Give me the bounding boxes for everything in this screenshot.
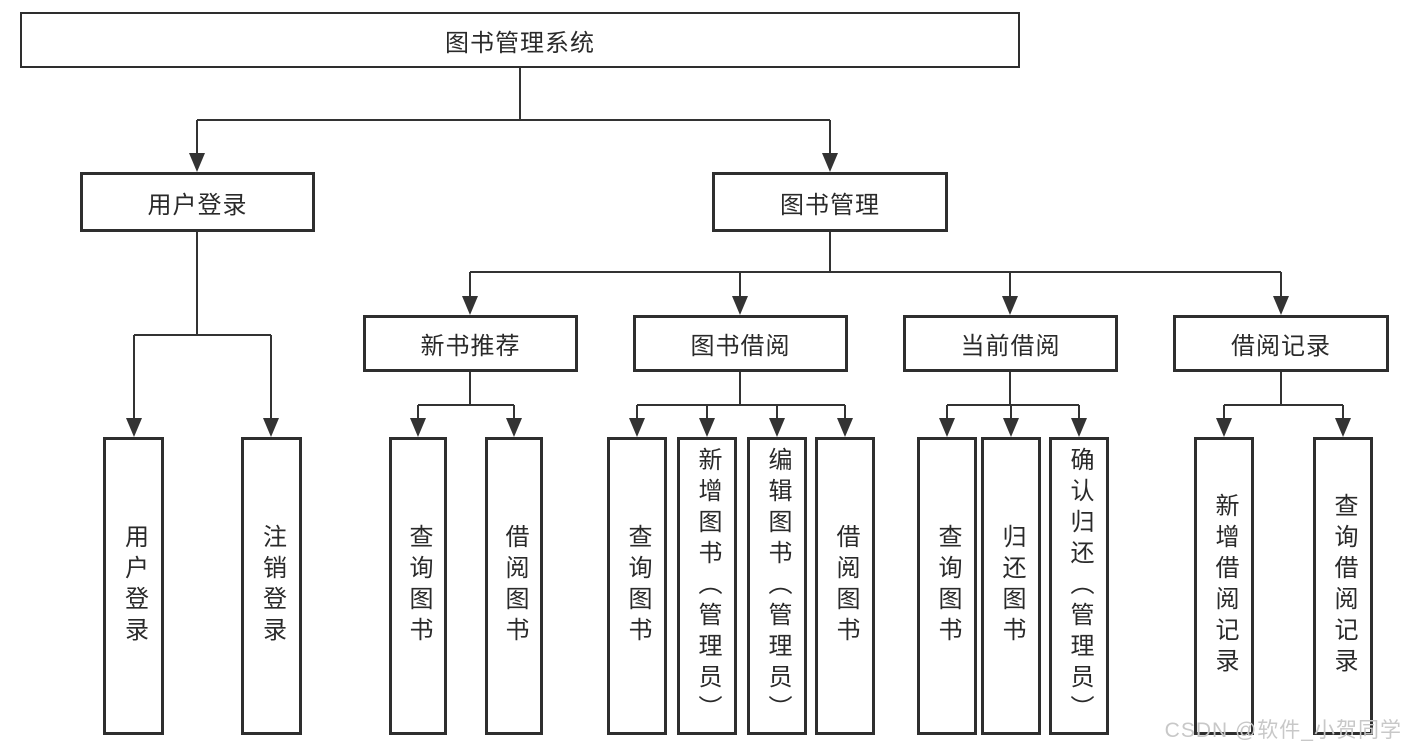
leaf-label: 确认归还（管理员） — [1066, 446, 1093, 726]
node-borrow-records: 借阅记录 — [1173, 315, 1389, 372]
csdn-watermark: CSDN @软件_小贺同学 — [1164, 719, 1402, 742]
leaf-current-confirm-return-admin: 确认归还（管理员） — [1049, 437, 1109, 735]
leaf-label: 查询图书 — [934, 524, 961, 648]
node-user-login: 用户登录 — [80, 172, 315, 232]
leaf-label: 注销登录 — [258, 524, 286, 648]
leaf-label: 查询图书 — [405, 524, 432, 648]
leaf-borrow-book: 借阅图书 — [815, 437, 875, 735]
leaf-records-query: 查询借阅记录 — [1313, 437, 1373, 735]
node-new-book-recommend: 新书推荐 — [363, 315, 578, 372]
node-current-borrow: 当前借阅 — [903, 315, 1118, 372]
leaf-user-login: 用户登录 — [103, 437, 164, 735]
node-book-management: 图书管理 — [712, 172, 948, 232]
leaf-label: 归还图书 — [998, 524, 1025, 648]
leaf-newbooks-query: 查询图书 — [389, 437, 447, 735]
node-root-system: 图书管理系统 — [20, 12, 1020, 68]
leaf-logout: 注销登录 — [241, 437, 302, 735]
leaf-records-add: 新增借阅记录 — [1194, 437, 1254, 735]
leaf-label: 查询借阅记录 — [1330, 493, 1357, 679]
leaf-current-query: 查询图书 — [917, 437, 977, 735]
leaf-borrow-add-admin: 新增图书（管理员） — [677, 437, 737, 735]
leaf-label: 借阅图书 — [501, 524, 528, 648]
leaf-label: 用户登录 — [120, 524, 148, 648]
leaf-newbooks-borrow: 借阅图书 — [485, 437, 543, 735]
leaf-current-return: 归还图书 — [981, 437, 1041, 735]
leaf-label: 新增借阅记录 — [1211, 493, 1238, 679]
leaf-label: 借阅图书 — [832, 524, 859, 648]
leaf-borrow-query: 查询图书 — [607, 437, 667, 735]
leaf-borrow-edit-admin: 编辑图书（管理员） — [747, 437, 807, 735]
node-book-borrow: 图书借阅 — [633, 315, 848, 372]
leaf-label: 新增图书（管理员） — [694, 446, 721, 726]
leaf-label: 查询图书 — [624, 524, 651, 648]
leaf-label: 编辑图书（管理员） — [764, 446, 791, 726]
